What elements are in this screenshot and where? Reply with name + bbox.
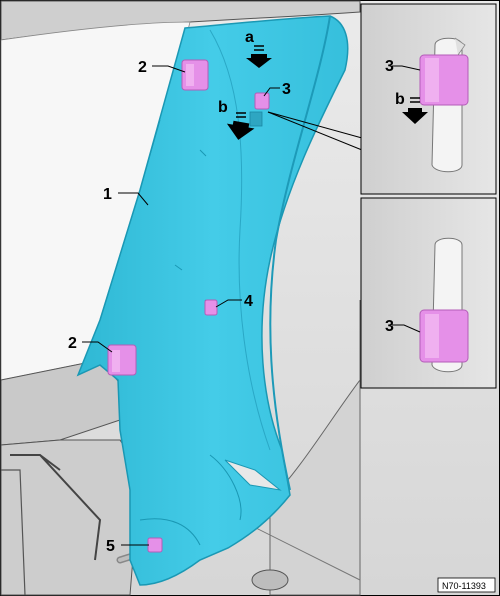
- bottom-clip: [147, 537, 163, 553]
- svg-text:3: 3: [282, 81, 291, 98]
- arrow-a: a: [245, 29, 272, 68]
- arrow-b-label: b: [218, 99, 228, 116]
- detail-inset-top: 3 b: [360, 3, 497, 195]
- figure-id-box: N70-11393: [437, 577, 496, 593]
- callout-4: 4: [215, 293, 253, 310]
- detail-leader-lines: [267, 111, 363, 151]
- svg-text:4: 4: [244, 293, 253, 310]
- clip: [204, 299, 218, 316]
- svg-text:2: 2: [138, 59, 147, 76]
- svg-text:5: 5: [106, 538, 115, 555]
- svg-text:1: 1: [103, 186, 112, 203]
- arrow-a-label: a: [245, 29, 254, 46]
- callout-2-upper: 2: [138, 59, 186, 76]
- upper-clip: [181, 59, 209, 91]
- figure-id: N70-11393: [442, 581, 486, 591]
- lower-clip: [107, 344, 137, 376]
- retaining-clip: [249, 92, 270, 127]
- callout-5: 5: [106, 538, 149, 555]
- arrow-b: b: [218, 99, 255, 140]
- svg-text:3: 3: [385, 58, 394, 75]
- svg-text:b: b: [395, 91, 405, 108]
- callout-3: 3: [263, 81, 291, 98]
- detail-inset-bottom: 3: [360, 197, 497, 389]
- svg-text:2: 2: [68, 335, 77, 352]
- callout-1: 1: [103, 186, 149, 206]
- svg-text:3: 3: [385, 318, 394, 335]
- callout-2-lower: 2: [68, 335, 113, 353]
